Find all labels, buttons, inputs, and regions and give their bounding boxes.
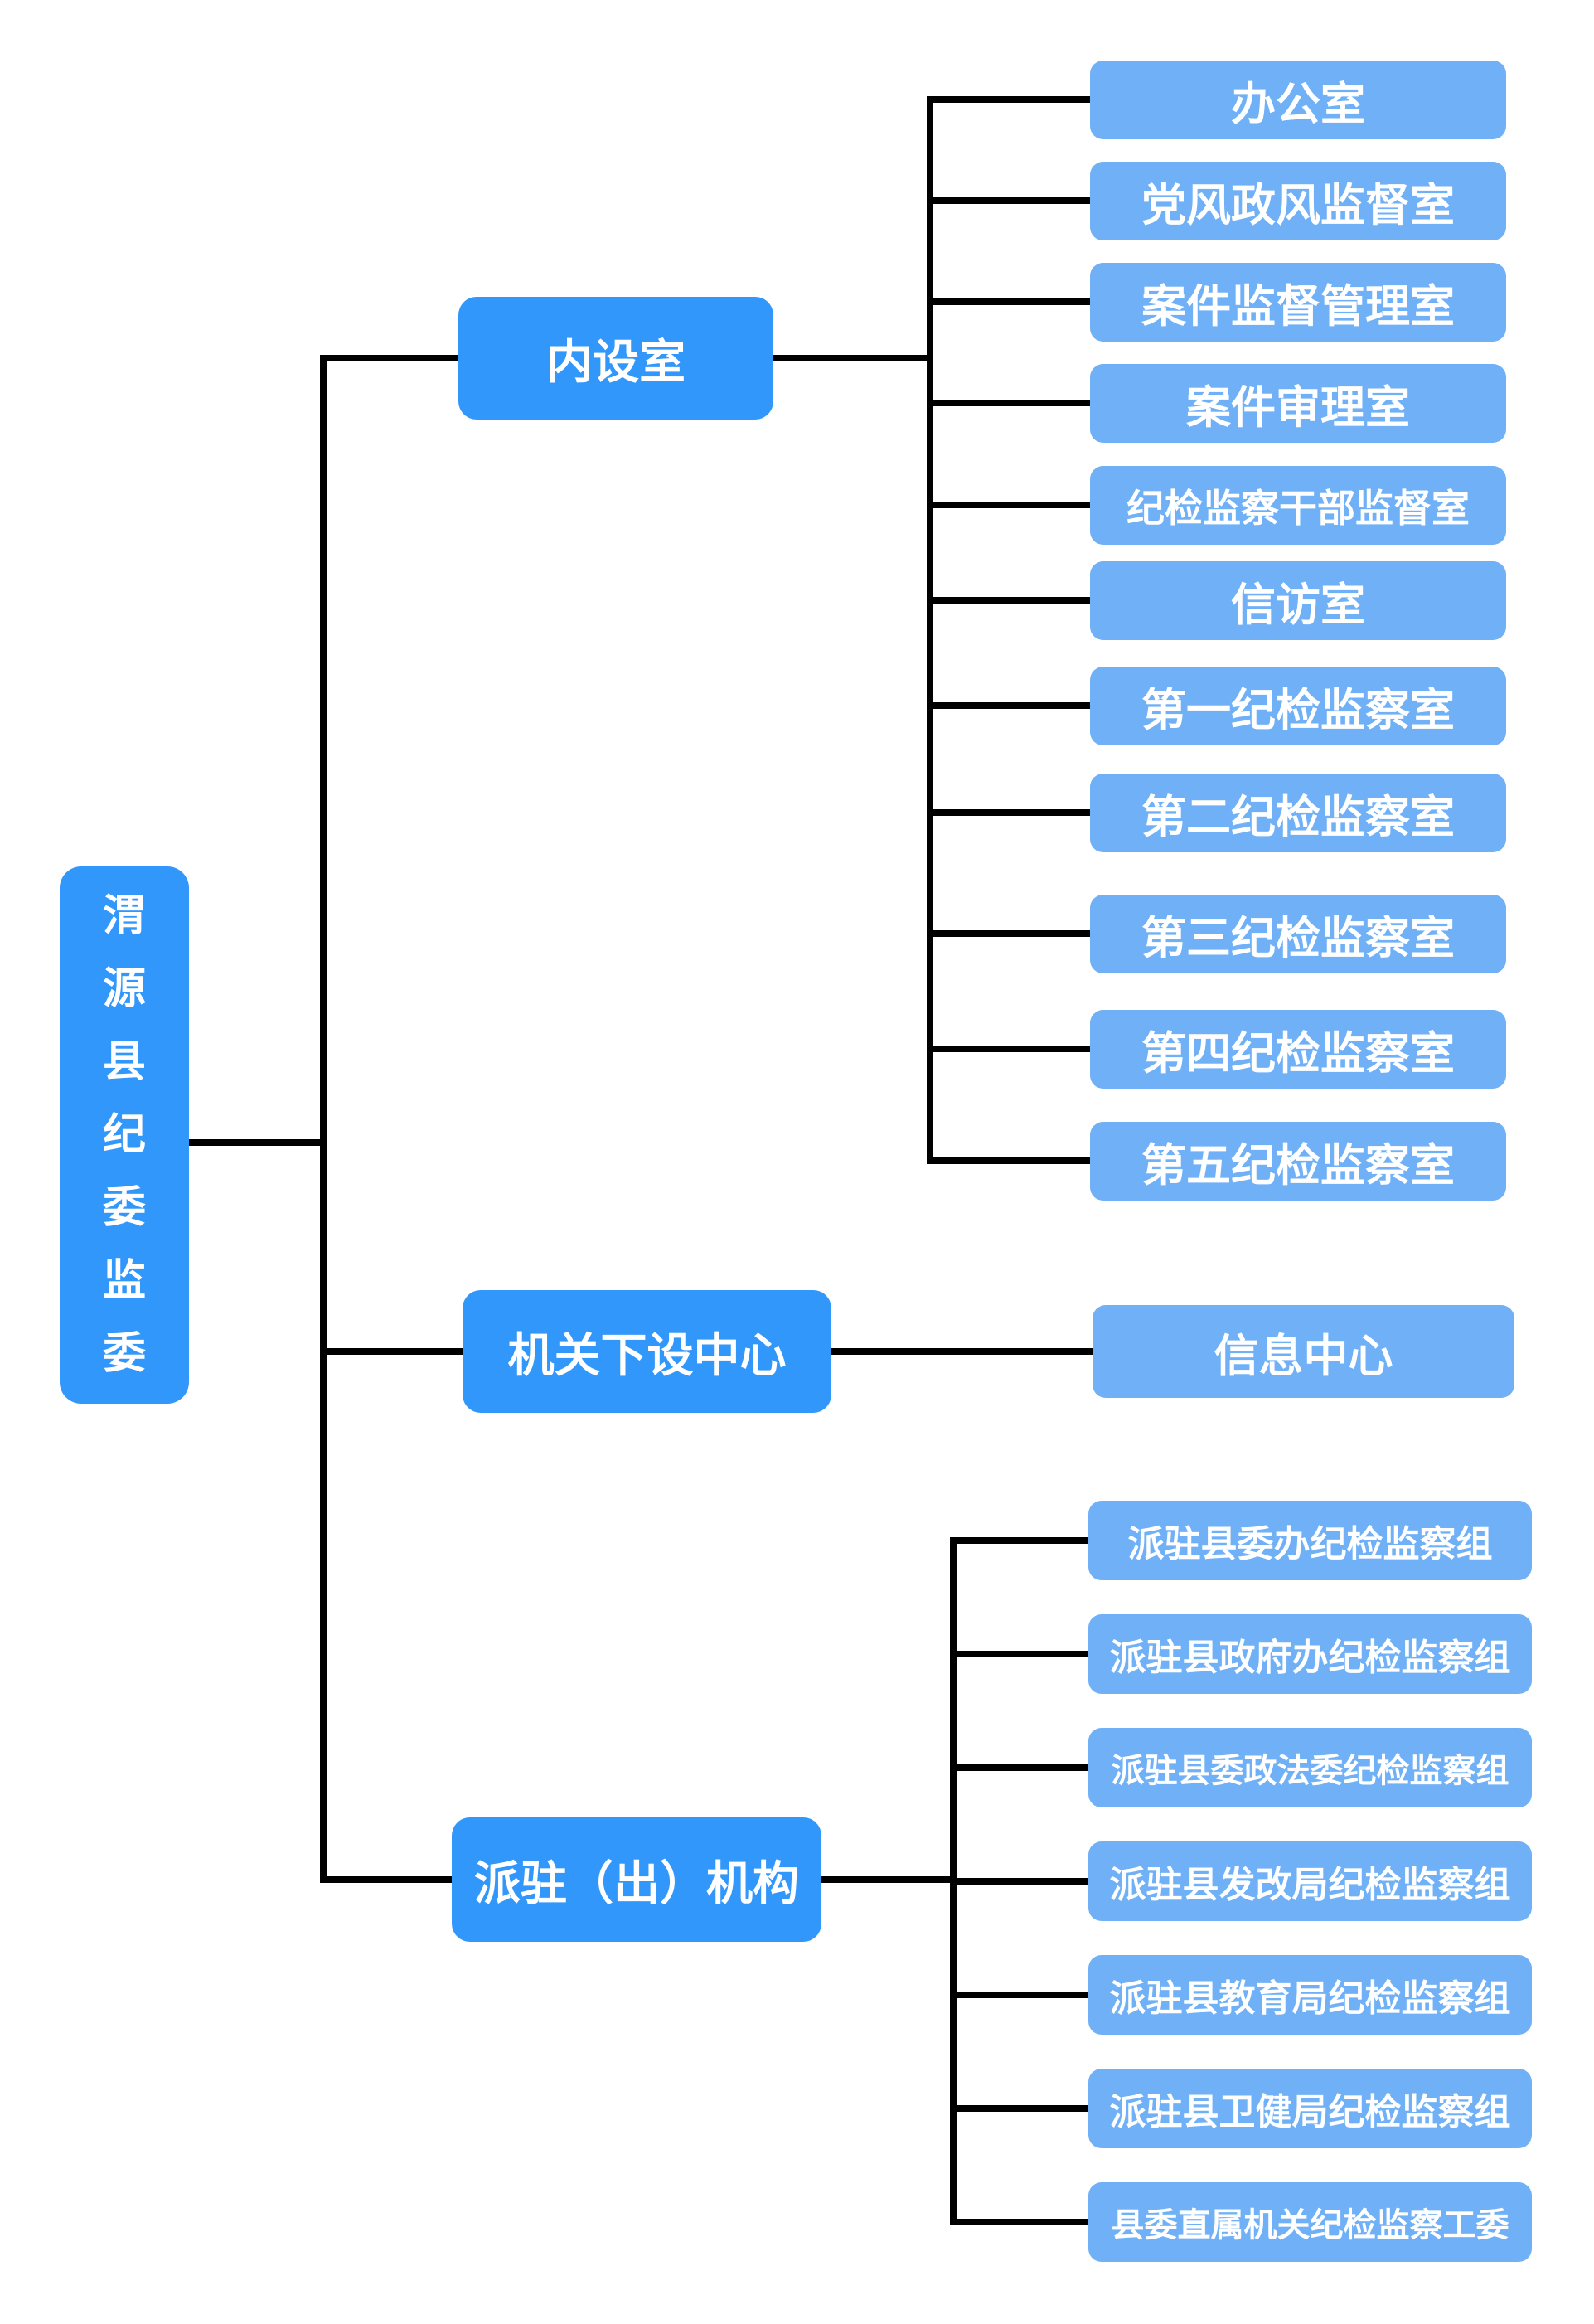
branch-label: 机关下设中心 bbox=[507, 1328, 787, 1381]
org-leaf-node: 党风政风监督室 bbox=[1090, 162, 1506, 240]
branch-internal-offices: 内设室 bbox=[458, 297, 773, 420]
org-leaf-node: 第一纪检监察室 bbox=[1090, 667, 1506, 745]
leaf-label: 派驻县教育局纪检监察组 bbox=[1109, 1978, 1511, 2019]
org-leaf-node: 第二纪检监察室 bbox=[1090, 774, 1506, 852]
leaf-label: 第五纪检监察室 bbox=[1141, 1141, 1455, 1191]
leaf-label: 信息中心 bbox=[1214, 1331, 1393, 1381]
branch-dispatched-agencies: 派驻（出）机构 bbox=[452, 1817, 821, 1942]
org-leaf-node: 派驻县政府办纪检监察组 bbox=[1088, 1614, 1532, 1694]
root-node: 渭源县纪委监委 bbox=[60, 866, 189, 1404]
org-leaf-node: 派驻县委政法委纪检监察组 bbox=[1088, 1728, 1532, 1807]
org-leaf-node: 案件审理室 bbox=[1090, 364, 1506, 443]
org-leaf-node: 派驻县委办纪检监察组 bbox=[1088, 1501, 1532, 1580]
root-node-label: 渭源县纪委监委 bbox=[102, 892, 146, 1378]
org-leaf-node: 第五纪检监察室 bbox=[1090, 1122, 1506, 1201]
branch-subordinate-centers: 机关下设中心 bbox=[463, 1290, 831, 1413]
org-leaf-node: 第三纪检监察室 bbox=[1090, 895, 1506, 973]
org-leaf-node: 案件监督管理室 bbox=[1090, 263, 1506, 342]
leaf-label: 办公室 bbox=[1231, 80, 1365, 129]
leaf-label: 派驻县政府办纪检监察组 bbox=[1109, 1637, 1511, 1678]
org-leaf-node: 派驻县发改局纪检监察组 bbox=[1088, 1841, 1532, 1921]
leaf-label: 党风政风监督室 bbox=[1141, 181, 1455, 230]
branch-label: 内设室 bbox=[546, 335, 686, 388]
org-leaf-node: 县委直属机关纪检监察工委 bbox=[1088, 2182, 1532, 2262]
org-leaf-node: 第四纪检监察室 bbox=[1090, 1010, 1506, 1089]
leaf-label: 第四纪检监察室 bbox=[1141, 1029, 1455, 1079]
leaf-label: 第二纪检监察室 bbox=[1141, 793, 1455, 842]
branch-label: 派驻（出）机构 bbox=[474, 1856, 799, 1909]
org-leaf-node: 派驻县教育局纪检监察组 bbox=[1088, 1955, 1532, 2035]
leaf-label: 第一纪检监察室 bbox=[1141, 686, 1455, 735]
leaf-label: 案件审理室 bbox=[1186, 383, 1410, 433]
leaf-label: 纪检监察干部监督室 bbox=[1126, 486, 1470, 530]
leaf-label: 信访室 bbox=[1231, 580, 1365, 630]
leaf-label: 派驻县发改局纪检监察组 bbox=[1109, 1865, 1511, 1905]
org-leaf-node: 信息中心 bbox=[1093, 1305, 1514, 1398]
leaf-label: 派驻县委办纪检监察组 bbox=[1127, 1524, 1493, 1565]
leaf-label: 第三纪检监察室 bbox=[1141, 914, 1455, 963]
org-leaf-node: 办公室 bbox=[1090, 61, 1506, 139]
leaf-label: 派驻县委政法委纪检监察组 bbox=[1111, 1753, 1509, 1789]
org-leaf-node: 信访室 bbox=[1090, 561, 1506, 640]
leaf-label: 派驻县卫健局纪检监察组 bbox=[1109, 2092, 1511, 2132]
org-leaf-node: 派驻县卫健局纪检监察组 bbox=[1088, 2069, 1532, 2148]
leaf-label: 案件监督管理室 bbox=[1141, 282, 1455, 332]
org-leaf-node: 纪检监察干部监督室 bbox=[1090, 466, 1506, 545]
leaf-label: 县委直属机关纪检监察工委 bbox=[1111, 2207, 1509, 2244]
